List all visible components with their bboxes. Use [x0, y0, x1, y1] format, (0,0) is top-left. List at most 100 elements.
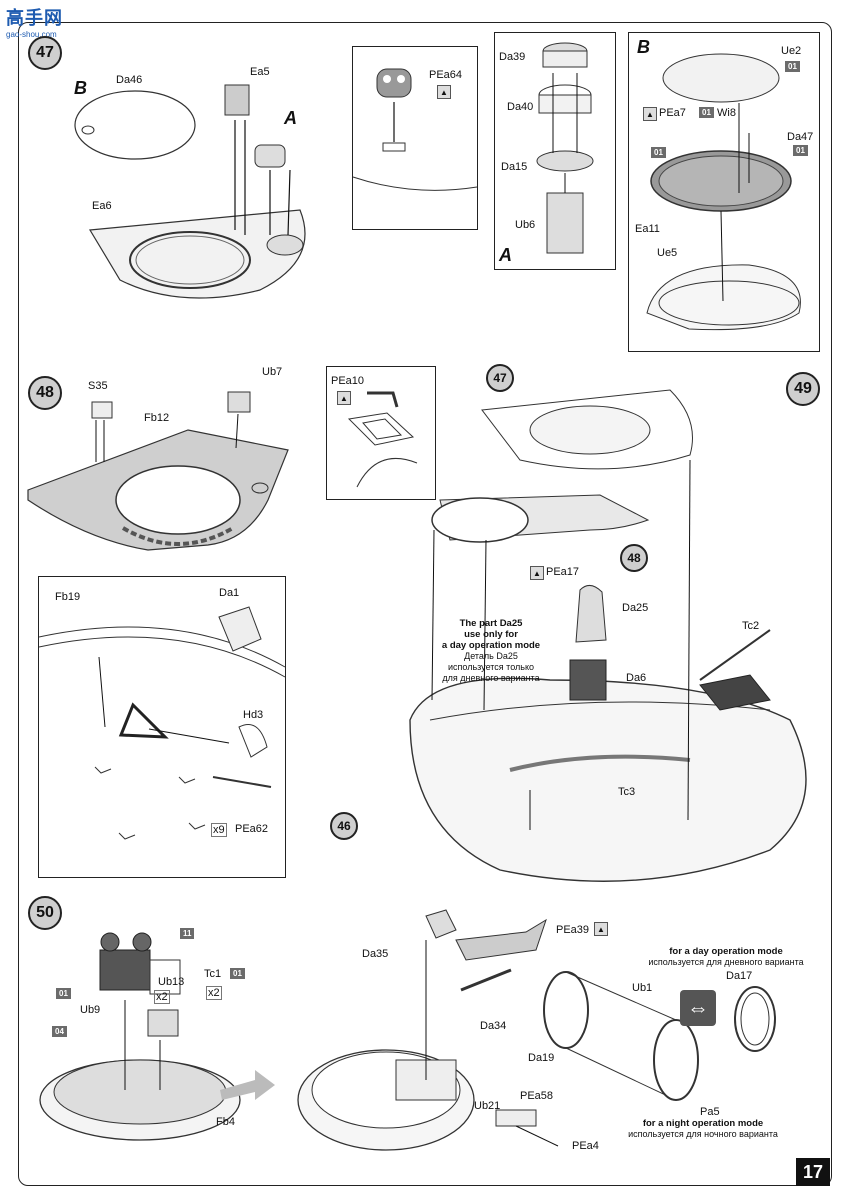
multiplier-x2-tc1: x2 — [206, 986, 222, 1000]
label-ub9: Ub9 — [80, 1004, 101, 1016]
step-49-number: 49 — [786, 372, 820, 406]
note-ru-2: используется только — [448, 662, 534, 672]
label-ub1: Ub1 — [632, 982, 653, 994]
label-tc2: Tc2 — [742, 620, 760, 632]
badge-da47: 01 — [793, 145, 808, 156]
day-mode-ru: используется для дневного варианта — [648, 957, 804, 967]
label-fb12: Fb12 — [144, 412, 170, 424]
step-47-number: 47 — [28, 36, 62, 70]
badge-ue2: 01 — [785, 61, 800, 72]
label-ub13: Ub13 — [158, 976, 185, 988]
watermark-url: gao-shou.com — [6, 30, 57, 39]
step-48-drawing — [27, 429, 289, 551]
step-48-number: 48 — [28, 376, 62, 410]
label-pa5: Pa5 — [700, 1106, 720, 1118]
step-47-drawing — [74, 84, 306, 299]
watermark-title: 高手网 — [6, 8, 63, 28]
page-frame — [18, 22, 832, 1186]
label-pea58: PEa58 — [520, 1090, 554, 1102]
detail-pea10: PEa10 ▲ — [326, 366, 436, 500]
step-49-ref-48: 48 — [620, 544, 648, 572]
step-50-number: 50 — [28, 896, 62, 930]
label-pea4: PEa4 — [572, 1140, 599, 1152]
label-pea39: PEa39 — [556, 924, 590, 936]
detail-pea64: PEa64 ▲ — [352, 46, 478, 230]
day-mode-note: for a day operation mode используется дл… — [646, 946, 806, 968]
label-da47: Da47 — [787, 131, 814, 143]
label-ub21: Ub21 — [474, 1100, 501, 1112]
label-ub6: Ub6 — [515, 219, 536, 231]
note-en-2: use only for — [464, 629, 518, 640]
label-pea64: PEa64 — [429, 69, 463, 81]
label-wi8: Wi8 — [717, 107, 736, 119]
step-50-left-drawing — [39, 932, 275, 1141]
step-49-drawing — [409, 389, 807, 882]
detail-zoom-49: Fb19 Da1 Hd3 x9 PEa62 — [38, 576, 286, 878]
label-da35: Da35 — [362, 948, 389, 960]
note-ru-3: для дневного варианта — [442, 673, 540, 683]
detail-b-letter: B — [637, 37, 650, 57]
note-en-3: a day operation mode — [441, 640, 541, 651]
label-da25: Da25 — [622, 602, 649, 614]
detail-b-drawing — [646, 53, 801, 331]
step-50-right-drawing — [297, 909, 699, 1151]
step-48-parts — [91, 391, 251, 462]
badge-11: 11 — [180, 928, 195, 939]
label-ue2: Ue2 — [781, 45, 802, 57]
label-pea62: PEa62 — [235, 823, 269, 835]
detail-b: B Ue2 01 ▲ PEa7 01 Wi8 Da47 01 01 Ea11 U… — [628, 32, 820, 352]
label-da46: Da46 — [116, 74, 143, 86]
label-pea17: PEa17 — [546, 566, 580, 578]
swap-icon: ⇔ — [680, 990, 716, 1026]
label-ea5: Ea5 — [250, 66, 270, 78]
label-da34: Da34 — [480, 1020, 507, 1032]
day-mode-en: for a day operation mode — [669, 946, 783, 957]
da17-ring — [734, 986, 776, 1052]
page-number: 17 — [796, 1158, 830, 1186]
label-da15: Da15 — [501, 161, 528, 173]
label-da17: Da17 — [726, 970, 753, 982]
pea39-photo-etch-icon: ▲ — [594, 922, 608, 936]
label-s35: S35 — [88, 380, 108, 392]
step-49-ref-47: 47 — [486, 364, 514, 392]
label-ea6: Ea6 — [92, 200, 112, 212]
label-hd3: Hd3 — [243, 709, 264, 721]
label-da6: Da6 — [626, 672, 647, 684]
detail-a-drawing — [536, 42, 594, 254]
badge-ub9: 01 — [56, 988, 71, 999]
pea17-photo-etch-icon: ▲ — [530, 566, 544, 580]
night-mode-en: for a night operation mode — [642, 1118, 764, 1129]
step-47-letter-a: A — [284, 108, 297, 128]
label-ub7: Ub7 — [262, 366, 283, 378]
label-da1: Da1 — [219, 587, 240, 599]
label-da39: Da39 — [499, 51, 526, 63]
label-ea11: Ea11 — [635, 223, 660, 235]
night-mode-note: for a night operation mode используется … — [618, 1118, 788, 1140]
pea10-drawing — [347, 391, 418, 488]
step-49-ref-46: 46 — [330, 812, 358, 840]
badge-wi8: 01 — [699, 107, 714, 118]
label-pea10: PEa10 — [331, 375, 365, 387]
detail-a-letter: A — [499, 245, 512, 265]
photo-etch-icon: ▲ — [437, 85, 451, 99]
watermark-logo: 高手网 gao-shou.com — [6, 4, 63, 39]
label-pea7: PEa7 — [659, 107, 686, 119]
label-fb4: Fb4 — [216, 1116, 235, 1128]
badge-tc1: 01 — [230, 968, 245, 979]
note-en-1: The part Da25 — [459, 618, 523, 629]
pea10-photo-etch-icon: ▲ — [337, 391, 351, 405]
step-47-letter-b: B — [74, 78, 87, 98]
label-da19: Da19 — [528, 1052, 555, 1064]
multiplier-x9: x9 — [211, 823, 227, 837]
label-ue5: Ue5 — [657, 247, 678, 259]
label-tc1: Tc1 — [204, 968, 222, 980]
label-da40: Da40 — [507, 101, 534, 113]
night-mode-ru: используется для ночного варианта — [628, 1129, 778, 1139]
pea64-drawing — [352, 68, 478, 191]
badge-ea11: 01 — [651, 147, 666, 158]
pea7-photo-etch-icon: ▲ — [643, 107, 657, 121]
detail-a: Da39 Da40 Da15 Ub6 A — [494, 32, 616, 270]
badge-04: 04 — [52, 1026, 67, 1037]
multiplier-x2-ub13: x2 — [154, 990, 170, 1004]
step-49-note: The part Da25 use only for a day operati… — [436, 618, 546, 684]
